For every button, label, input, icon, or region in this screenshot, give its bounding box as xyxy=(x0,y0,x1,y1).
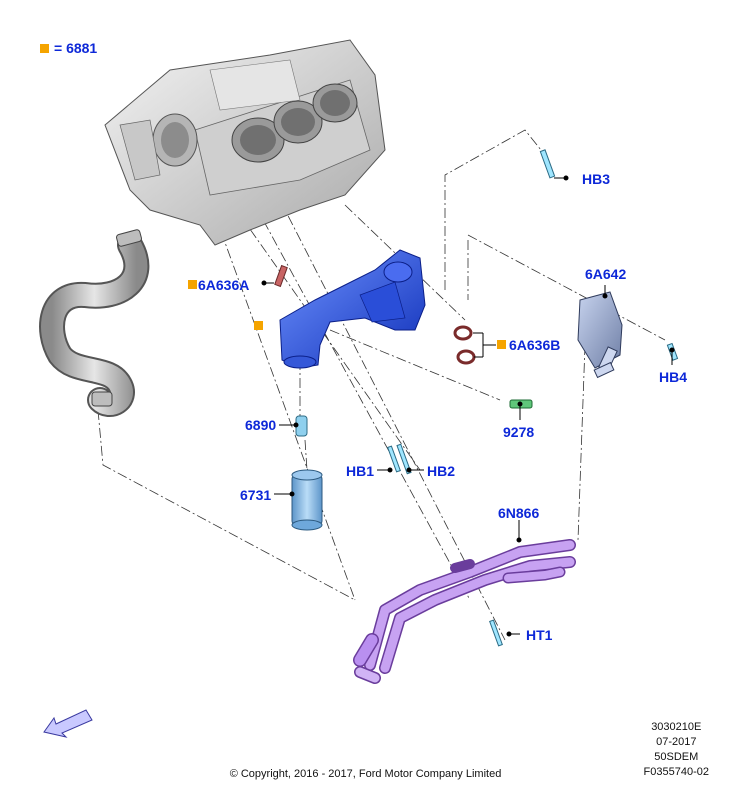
adapter-marker xyxy=(254,321,263,330)
bolt-6a636a xyxy=(274,264,288,288)
callout-hb4: HB4 xyxy=(659,369,688,385)
callout-9278: 9278 xyxy=(503,424,535,440)
callout-6a636b: 6A636B xyxy=(509,337,561,353)
oil-filter xyxy=(291,469,323,531)
leader-lines xyxy=(97,129,666,641)
callout-leaders xyxy=(261,175,675,637)
legend-label: = 6881 xyxy=(54,40,98,56)
meta-model: 50SDEM xyxy=(654,751,699,763)
callout-hb3: HB3 xyxy=(582,171,611,187)
meta-code: 3030210E xyxy=(651,721,702,733)
oil-filter-adapter xyxy=(279,249,426,369)
callout-6a636a-marker xyxy=(188,280,197,289)
callout-ht1: HT1 xyxy=(526,627,553,643)
meta-date: 07-2017 xyxy=(656,736,697,748)
figure-meta: 3030210E 07-2017 50SDEM F0355740-02 xyxy=(644,720,709,780)
meta-figure: F0355740-02 xyxy=(643,766,709,778)
callout-6731: 6731 xyxy=(240,487,272,503)
o-rings-6a636b xyxy=(453,325,476,365)
copyright-text: © Copyright, 2016 - 2017, Ford Motor Com… xyxy=(229,768,502,780)
oil-cooler xyxy=(577,291,623,379)
oil-cooler-tubes xyxy=(353,539,576,684)
coolant-hose xyxy=(39,229,150,417)
callout-6a636b-marker xyxy=(497,340,506,349)
callout-6a636a: 6A636A xyxy=(198,277,250,293)
callout-hb1: HB1 xyxy=(346,463,375,479)
callout-6n866: 6N866 xyxy=(498,505,540,521)
engine-block xyxy=(104,39,386,246)
callout-hb2: HB2 xyxy=(427,463,456,479)
arrow-front-icon xyxy=(43,709,93,738)
callout-6890: 6890 xyxy=(245,417,277,433)
callout-6a642: 6A642 xyxy=(585,266,627,282)
legend-marker xyxy=(40,44,49,53)
